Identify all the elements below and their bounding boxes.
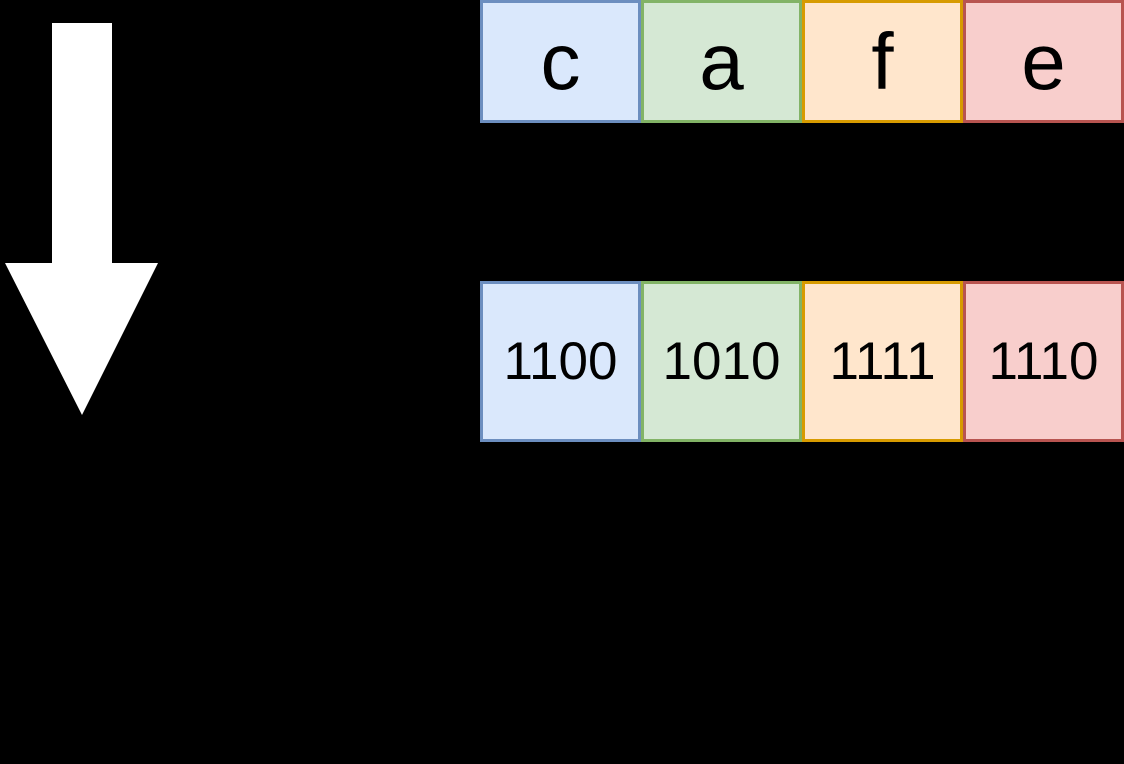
down-arrow-shape [5,23,158,415]
hex-digit-label: a [699,16,744,106]
binary-value-label: 1100 [503,332,618,391]
hex-digit-label: c [540,16,581,106]
hex-cell-2: a [641,0,802,123]
hex-digit-label: e [1021,16,1066,106]
hex-digit-row: c a f e [480,0,1124,123]
binary-value-row: 1100 1010 1111 1110 [480,281,1124,442]
hex-cell-3: f [802,0,963,123]
binary-value-label: 1110 [988,332,1099,391]
hex-cell-4: e [963,0,1124,123]
binary-cell-1: 1100 [480,281,641,442]
binary-value-label: 1111 [829,332,936,391]
hex-digit-label: f [871,16,894,106]
binary-value-label: 1010 [662,332,781,391]
binary-cell-2: 1010 [641,281,802,442]
hex-cell-1: c [480,0,641,123]
binary-cell-3: 1111 [802,281,963,442]
binary-cell-4: 1110 [963,281,1124,442]
